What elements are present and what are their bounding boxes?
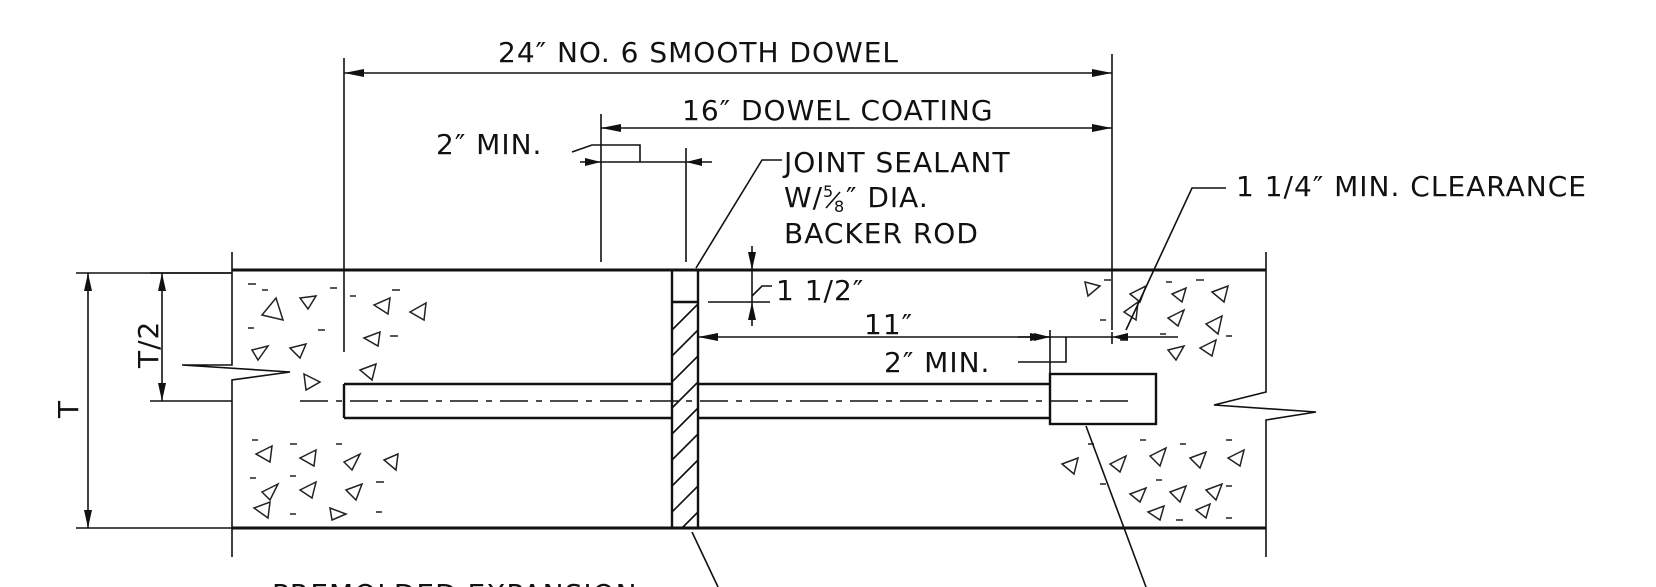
- expansion-joint-filler: [670, 268, 700, 530]
- svg-text:5: 5: [823, 182, 834, 201]
- left-break-line: [181, 252, 291, 557]
- joint-sealant-line2: W/ 5 8 ″ DIA.: [784, 181, 929, 216]
- premolded-expansion-label: PREMOLDED EXPANSION: [272, 578, 638, 587]
- joint-filler-outline: [670, 268, 700, 530]
- dim-coating-min: [571, 144, 712, 262]
- dim-dowel-coating: [600, 114, 1112, 262]
- dim-cap-min: [1018, 332, 1178, 363]
- sealant-depth-label: 1 1/2″: [776, 274, 864, 307]
- half-thickness-label: T/2: [132, 321, 165, 369]
- joint-sealant-leader: [695, 159, 782, 269]
- slab-outline: [181, 252, 1317, 557]
- svg-text:″ DIA.: ″ DIA.: [846, 181, 929, 214]
- expansion-cap: [1048, 372, 1158, 426]
- right-break-line: [1213, 252, 1317, 557]
- concrete-aggregate: [248, 279, 1246, 522]
- clearance-label: 1 1/4″ MIN. CLEARANCE: [1236, 170, 1587, 203]
- clearance-leader: [1125, 187, 1226, 331]
- joint-sealant-line1: JOINT SEALANT: [782, 146, 1011, 179]
- cap-leader: [1085, 425, 1147, 587]
- joint-sealant-line3: BACKER ROD: [784, 217, 979, 250]
- embed-length-label: 11″: [864, 308, 913, 341]
- expansion-filler-leader: [691, 531, 719, 587]
- joint-filler-hatch: [671, 303, 699, 529]
- thickness-label: T: [52, 400, 85, 419]
- dowel-length-label: 24″ NO. 6 SMOOTH DOWEL: [498, 36, 899, 69]
- coating-min-label: 2″ MIN.: [436, 128, 542, 161]
- dim-sealant-depth: [708, 246, 772, 326]
- svg-text:8: 8: [834, 197, 845, 216]
- dim-thickness: [76, 272, 232, 529]
- svg-text:W/: W/: [784, 181, 823, 214]
- dowel-bar: [300, 372, 1158, 426]
- cap-min-label: 2″ MIN.: [884, 346, 990, 379]
- dim-dowel-length: [343, 54, 1113, 352]
- dowel-coating-label: 16″ DOWEL COATING: [682, 94, 994, 127]
